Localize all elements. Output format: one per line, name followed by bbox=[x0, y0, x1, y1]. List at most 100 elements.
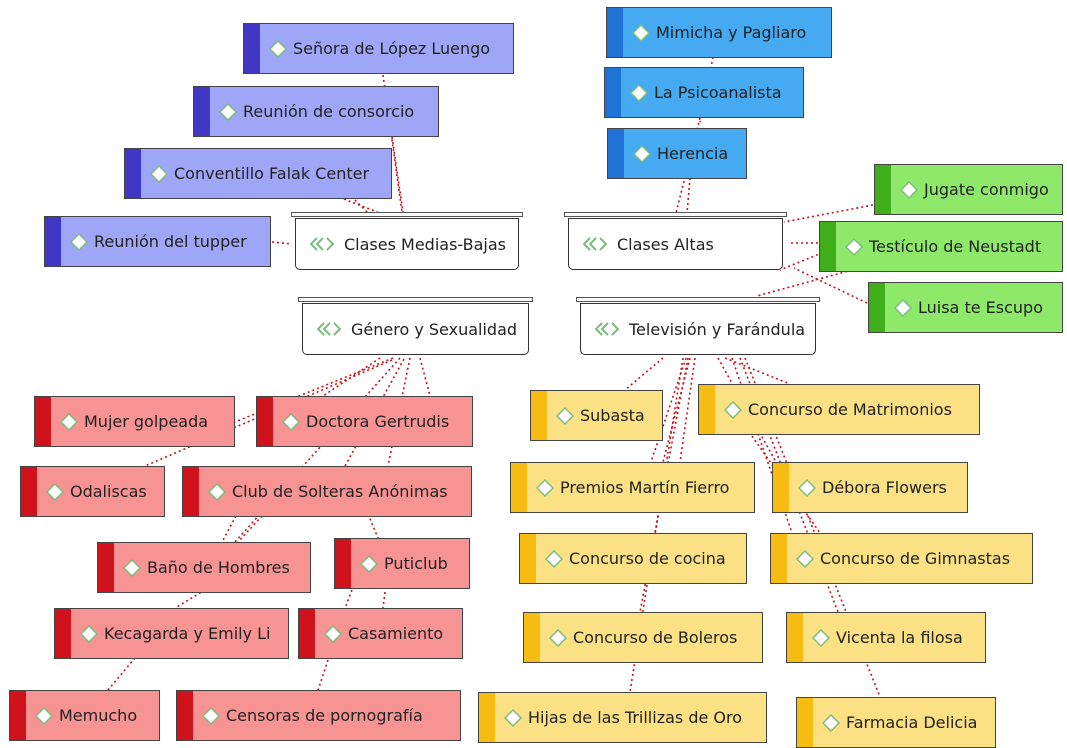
node-label: Testículo de Neustadt bbox=[869, 237, 1042, 256]
diamond-icon bbox=[324, 624, 342, 643]
node-label: Doctora Gertrudis bbox=[306, 412, 450, 431]
connector-line bbox=[354, 199, 371, 216]
node-memucho[interactable]: Memucho bbox=[9, 690, 160, 741]
node-mujer-golpeada[interactable]: Mujer golpeada bbox=[34, 396, 235, 447]
hub-label: Televisión y Farándula bbox=[629, 319, 806, 339]
node-reunion-del-tupper[interactable]: Reunión del tupper bbox=[44, 216, 271, 267]
diamond-icon bbox=[822, 713, 840, 732]
node-censoras-de-pornografia[interactable]: Censoras de pornografía bbox=[176, 690, 461, 741]
connector-line bbox=[793, 267, 868, 304]
node-odaliscas[interactable]: Odaliscas bbox=[20, 466, 165, 517]
connector-line bbox=[624, 357, 664, 391]
diamond-icon bbox=[798, 478, 816, 497]
node-label: Vicenta la filosa bbox=[836, 628, 963, 647]
diamond-icon bbox=[633, 144, 651, 163]
node-label: Club de Solteras Anónimas bbox=[232, 482, 448, 501]
diamond-icon bbox=[845, 237, 863, 256]
hub-clases-medias-bajas[interactable]: Clases Medias-Bajas bbox=[291, 212, 523, 270]
diamond-icon bbox=[796, 549, 814, 568]
node-label: Farmacia Delicia bbox=[846, 713, 978, 732]
node-label: Subasta bbox=[580, 406, 645, 425]
node-reunion-de-consorcio[interactable]: Reunión de consorcio bbox=[193, 86, 439, 137]
connector-line bbox=[221, 515, 237, 543]
node-label: Concurso de Gimnastas bbox=[820, 549, 1011, 568]
node-label: Luisa te Escupo bbox=[918, 298, 1043, 317]
node-label: Señora de López Luengo bbox=[293, 39, 491, 58]
node-puticlub[interactable]: Puticlub bbox=[334, 538, 470, 589]
connector-line bbox=[174, 589, 206, 609]
node-label: Puticlub bbox=[384, 554, 448, 573]
node-mimicha-y-pagliaro[interactable]: Mimicha y Pagliaro bbox=[606, 7, 832, 58]
node-subasta[interactable]: Subasta bbox=[530, 390, 663, 441]
node-label: Mimicha y Pagliaro bbox=[656, 23, 807, 42]
hub-genero-y-sexualidad[interactable]: Género y Sexualidad bbox=[298, 297, 533, 355]
node-senora-de-lopez-luengo[interactable]: Señora de López Luengo bbox=[243, 23, 514, 74]
diamond-icon bbox=[202, 706, 220, 725]
hub-label: Clases Altas bbox=[617, 234, 714, 254]
double-chevron-icon bbox=[594, 322, 620, 336]
hub-cap bbox=[298, 297, 533, 302]
diamond-icon bbox=[150, 164, 168, 183]
connector-line bbox=[107, 657, 136, 691]
connector-line bbox=[724, 357, 791, 385]
node-label: Concurso de cocina bbox=[569, 549, 726, 568]
diamond-icon bbox=[219, 102, 237, 121]
node-vicenta-la-filosa[interactable]: Vicenta la filosa bbox=[786, 612, 986, 663]
connector-line bbox=[344, 589, 353, 609]
node-label: Censoras de pornografía bbox=[226, 706, 423, 725]
connector-line bbox=[756, 269, 853, 297]
connector-line bbox=[271, 241, 293, 245]
hub-television-y-farandula[interactable]: Televisión y Farándula bbox=[576, 297, 820, 355]
node-club-de-solteras-anonimas[interactable]: Club de Solteras Anónimas bbox=[182, 466, 472, 517]
node-testiculo-de-neustadt[interactable]: Testículo de Neustadt bbox=[819, 221, 1063, 272]
diamond-icon bbox=[549, 628, 567, 647]
diamond-icon bbox=[70, 232, 88, 251]
node-doctora-gertrudis[interactable]: Doctora Gertrudis bbox=[256, 396, 473, 447]
node-concurso-de-matrimonios[interactable]: Concurso de Matrimonios bbox=[698, 384, 980, 435]
node-casamiento[interactable]: Casamiento bbox=[298, 608, 463, 659]
connector-line bbox=[343, 198, 383, 215]
connector-line bbox=[662, 357, 691, 463]
connector-line bbox=[367, 513, 379, 539]
hub-label: Clases Medias-Bajas bbox=[344, 234, 506, 254]
node-conventillo-falak-center[interactable]: Conventillo Falak Center bbox=[124, 148, 392, 199]
diamond-icon bbox=[360, 554, 378, 573]
node-farmacia-delicia[interactable]: Farmacia Delicia bbox=[796, 697, 996, 748]
node-bano-de-hombres[interactable]: Baño de Hombres bbox=[97, 542, 311, 593]
node-premios-martin-fierro[interactable]: Premios Martín Fierro bbox=[510, 462, 755, 513]
node-concurso-de-gimnastas[interactable]: Concurso de Gimnastas bbox=[770, 533, 1033, 584]
node-label: Concurso de Matrimonios bbox=[748, 400, 952, 419]
diamond-icon bbox=[556, 406, 574, 425]
diamond-icon bbox=[900, 180, 918, 199]
connector-line bbox=[783, 204, 874, 223]
node-debora-flowers[interactable]: Débora Flowers bbox=[772, 462, 968, 513]
node-label: Herencia bbox=[657, 144, 729, 163]
diamond-icon bbox=[545, 549, 563, 568]
node-jugate-conmigo[interactable]: Jugate conmigo bbox=[874, 164, 1063, 215]
hub-clases-altas[interactable]: Clases Altas bbox=[564, 212, 787, 270]
node-label: Memucho bbox=[59, 706, 138, 725]
connector-line bbox=[686, 177, 691, 214]
diamond-icon bbox=[536, 478, 554, 497]
node-kecagarda-y-emily-li[interactable]: Kecagarda y Emily Li bbox=[54, 608, 289, 659]
diamond-icon bbox=[504, 708, 522, 727]
node-herencia[interactable]: Herencia bbox=[607, 128, 747, 179]
diamond-icon bbox=[269, 39, 287, 58]
connector-line bbox=[650, 357, 687, 463]
connector-line bbox=[322, 357, 381, 397]
hub-cap bbox=[564, 212, 787, 217]
node-hijas-de-las-trillizas-de-oro[interactable]: Hijas de las Trillizas de Oro bbox=[478, 692, 767, 743]
node-concurso-de-boleros[interactable]: Concurso de Boleros bbox=[523, 612, 763, 663]
node-label: Baño de Hombres bbox=[147, 558, 290, 577]
diamond-icon bbox=[894, 298, 912, 317]
diamond-icon bbox=[80, 624, 98, 643]
node-luisa-te-escupo[interactable]: Luisa te Escupo bbox=[868, 282, 1063, 333]
node-label: Kecagarda y Emily Li bbox=[104, 624, 271, 643]
hub-label: Género y Sexualidad bbox=[351, 319, 518, 339]
node-label: Concurso de Boleros bbox=[573, 628, 738, 647]
node-la-psicoanalista[interactable]: La Psicoanalista bbox=[604, 67, 804, 118]
node-label: Odaliscas bbox=[70, 482, 147, 501]
connector-line bbox=[237, 515, 263, 543]
hub-cap bbox=[576, 297, 820, 302]
node-concurso-de-cocina[interactable]: Concurso de cocina bbox=[519, 533, 747, 584]
